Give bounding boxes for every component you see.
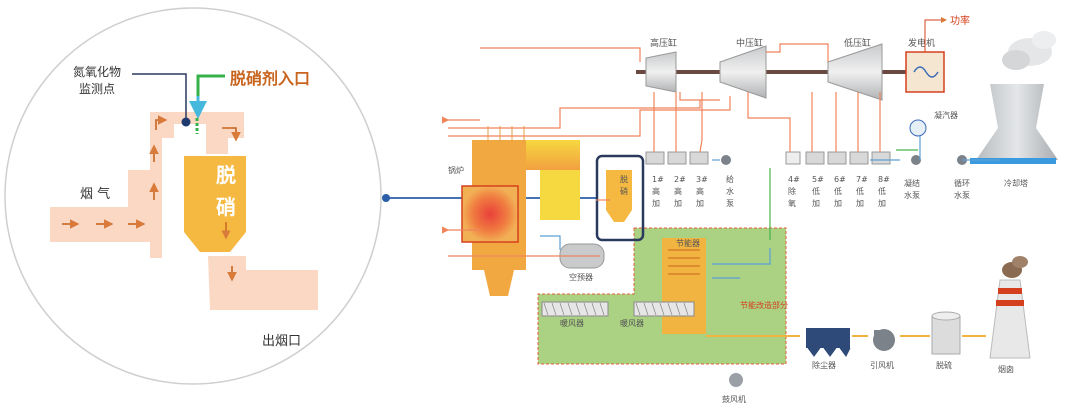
heater-label-3-b: 泵 [726,199,734,208]
heater-label-5-a: 低 [812,186,820,196]
heater-label-4-b: 氧 [788,198,796,208]
heater-label-2-b: 加 [696,198,704,208]
condensate-pump: 凝结 水泵 [904,155,921,200]
scr-label-2: 硝 [620,186,628,196]
steam-lines [442,43,881,257]
chimney: 烟囱 [989,256,1031,374]
furnace [461,185,519,243]
feed-pump [721,155,731,165]
heater-label-6-a: 低 [834,186,842,196]
forced-fan: 鼓风机 [722,373,746,404]
nox-monitor-point [181,117,191,127]
forced-fan-label: 鼓风机 [722,394,746,404]
heater-label-3-a: 水 [726,186,734,196]
air-preheater: 空预器 [559,243,605,282]
flue-gas-label: 烟 气 [80,186,110,202]
heater-label-5-b: 加 [812,198,820,208]
heater-label-3-n: 给 [726,174,734,184]
heater-label-7-b: 加 [856,198,864,208]
nox-label-1: 氮氧化物 [73,64,121,79]
svg-text:水泵: 水泵 [904,190,920,200]
desulfurization-label: 脱硫 [936,360,952,370]
ip-turbine [719,45,767,99]
air-preheater-label: 空预器 [569,272,593,282]
economizer-label: 节能器 [676,238,700,248]
svg-text:水泵: 水泵 [954,190,970,200]
heater-b-label: 暖风器 [620,319,644,328]
heater-row [645,151,891,165]
turbines: 高压缸 中压缸 低压缸 [636,37,910,101]
heater-label-6-n: 6# [834,175,846,184]
dust-collector-label: 除尘器 [812,360,836,370]
heater-label-1-a: 高 [674,186,682,196]
heater-label-1-b: 加 [674,198,682,208]
green-lines [769,149,918,240]
heater-label-6-b: 加 [834,198,842,208]
induced-fan: 引风机 [870,329,895,370]
heater-label-0-n: 1# [652,175,664,184]
condenser: 凝汽器 [909,110,958,137]
heater-a-label: 暖风器 [560,319,584,328]
flue-duct [50,112,196,258]
boiler: 锅炉 [448,126,580,296]
outlet-label: 出烟口 [262,334,301,349]
denitration-reactor [184,156,246,252]
heater-label-8-n: 8# [878,175,890,184]
nox-callout-line [132,73,187,118]
heater-label-4-n: 4# [788,175,800,184]
plant-diagram: 节能改造部分 锅炉 脱 硝 空预器 [442,14,1058,404]
retrofit-label: 节能改造部分 [740,300,788,310]
heater-label-5-n: 5# [812,175,824,184]
outlet-duct [208,256,318,310]
hp-turbine [645,51,677,93]
flue-arrows [62,115,241,282]
heaters: 暖风器 暖风器 [541,301,695,328]
scr-reactor [606,170,632,222]
heater-label-0-a: 高 [652,186,660,196]
water-lines [540,136,1000,279]
nox-label-2: 监测点 [79,82,115,96]
cooling-tower: 冷却塔 [970,31,1058,188]
condenser-label: 凝汽器 [934,110,958,120]
svg-text:循环: 循环 [954,178,970,188]
heater-label-1-n: 2# [674,175,686,184]
cooling-tower-label: 冷却塔 [1004,178,1028,188]
desulfurization-tower: 脱硫 [931,311,961,370]
ip-label: 中压缸 [736,37,763,49]
generator: 发电机 功率 [905,14,970,93]
agent-inlet-label: 脱硝剂入口 [230,69,310,88]
heater-label-2-n: 3# [696,175,708,184]
chimney-label: 烟囱 [998,364,1014,374]
lp-turbine [827,43,883,101]
heater-label-7-n: 7# [856,175,868,184]
hp-label: 高压缸 [650,37,677,49]
inset-detail: 脱 硝 烟 气 氮氧化物 监测点 脱硝剂入口 出烟口 [4,7,598,385]
generator-label: 发电机 [908,37,935,49]
svg-text:凝结: 凝结 [904,178,920,188]
reactor-label-1: 脱 [216,163,236,187]
scr-label-1: 脱 [620,174,628,184]
power-label: 功率 [950,14,970,27]
scr-highlight-box [595,154,645,242]
heater-label-8-a: 低 [878,186,886,196]
heater-label-7-a: 低 [856,186,864,196]
induced-fan-label: 引风机 [870,360,894,370]
boiler-label: 锅炉 [448,165,464,175]
dust-collector: 除尘器 [806,328,851,370]
reactor-label-2: 硝 [216,195,236,219]
circulating-pump: 循环 水泵 [954,155,970,200]
heater-label-4-a: 除 [788,186,796,196]
economizer: 节能器 [662,238,706,334]
lp-label: 低压缸 [844,37,871,49]
heater-label-2-a: 高 [696,186,704,196]
heater-label-0-b: 加 [652,198,660,208]
heater-label-8-b: 加 [878,198,886,208]
